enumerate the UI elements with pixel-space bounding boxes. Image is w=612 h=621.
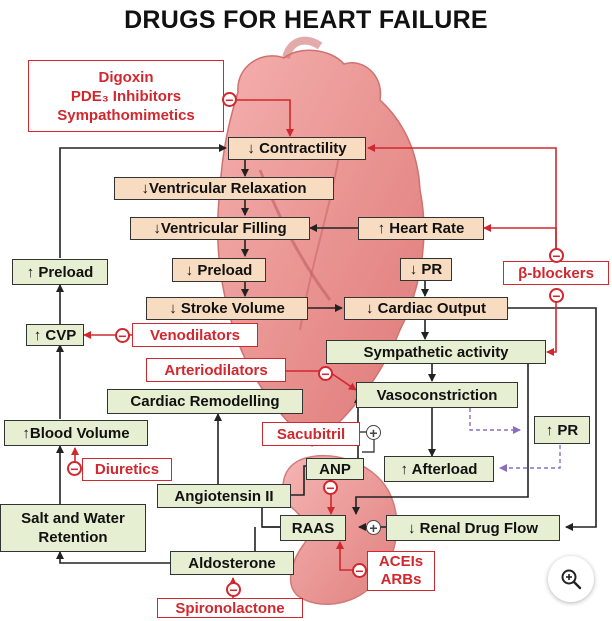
dashed-arrows: [469, 408, 561, 472]
raas-node: RAAS: [280, 515, 346, 541]
ventricular-relaxation-node: ↓Ventricular Relaxation: [114, 177, 334, 200]
renal-drug-flow-node: ↓ Renal Drug Flow: [386, 515, 560, 541]
sympathetic-activity-node: Sympathetic activity: [326, 340, 546, 364]
zoom-button[interactable]: [548, 556, 594, 602]
sympathomimetics-label: Sympathomimetics: [57, 106, 195, 124]
page-title: DRUGS FOR HEART FAILURE: [124, 6, 488, 34]
inhibit-symbol: −: [323, 480, 338, 495]
ventricular-filling-node: ↓Ventricular Filling: [130, 217, 310, 240]
sacubitril-drug-box: Sacubitril: [262, 422, 360, 446]
arteriodilators-drug-box: Arteriodilators: [146, 358, 286, 382]
arbs-label: ARBs: [380, 571, 422, 588]
inhibit-symbol: −: [352, 563, 367, 578]
inhibit-symbol: −: [549, 248, 564, 263]
aldosterone-node: Aldosterone: [170, 551, 294, 575]
salt-water-line1: Salt and Water: [21, 510, 125, 527]
venodilators-drug-box: Venodilators: [132, 323, 258, 347]
salt-water-line2: Retention: [38, 529, 108, 546]
pde3-inhibitors-label: PDE₃ Inhibitors: [70, 87, 182, 105]
cardiac-output-node: ↓ Cardiac Output: [344, 297, 508, 320]
heart-rate-node: ↑ Heart Rate: [358, 217, 484, 240]
zoom-in-icon: [561, 569, 582, 590]
anp-node: ANP: [306, 458, 364, 480]
inhibit-symbol: −: [222, 92, 237, 107]
spironolactone-drug-box: Spironolactone: [157, 598, 303, 618]
salt-water-retention-node: Salt and Water Retention: [0, 504, 146, 552]
inhibit-symbol: −: [67, 461, 82, 476]
stroke-volume-node: ↓ Stroke Volume: [146, 297, 308, 320]
stimulate-symbol: +: [366, 425, 381, 440]
inhibit-symbol: −: [549, 288, 564, 303]
contractility-node: ↓ Contractility: [228, 137, 366, 160]
diuretics-drug-box: Diuretics: [82, 458, 172, 481]
stimulate-symbol: +: [366, 520, 381, 535]
inhibit-symbol: −: [115, 328, 130, 343]
cardiac-remodelling-node: Cardiac Remodelling: [107, 389, 303, 414]
aceis-label: ACEIs: [378, 553, 424, 570]
cvp-node: ↑ CVP: [26, 324, 84, 346]
pr-right-node: ↑ PR: [534, 416, 590, 444]
afterload-node: ↑ Afterload: [384, 456, 494, 482]
digoxin-label: Digoxin: [98, 68, 154, 86]
beta-blockers-drug-box: β-blockers: [503, 261, 609, 285]
angiotensin-ii-node: Angiotensin II: [157, 484, 291, 508]
vasoconstriction-node: Vasoconstriction: [356, 382, 518, 408]
inhibit-symbol: −: [318, 366, 333, 381]
pr-top-node: ↓ PR: [400, 258, 452, 281]
preload-left-node: ↑ Preload: [12, 259, 108, 285]
preload-inner-node: ↓ Preload: [172, 258, 266, 282]
inhibit-symbol: −: [226, 582, 241, 597]
inotropes-drug-box: Digoxin PDE₃ Inhibitors Sympathomimetics: [28, 60, 224, 132]
flow-arrows: [56, 144, 597, 564]
blood-volume-node: ↑Blood Volume: [4, 420, 148, 446]
acei-arb-drug-box: ACEIs ARBs: [367, 551, 435, 591]
